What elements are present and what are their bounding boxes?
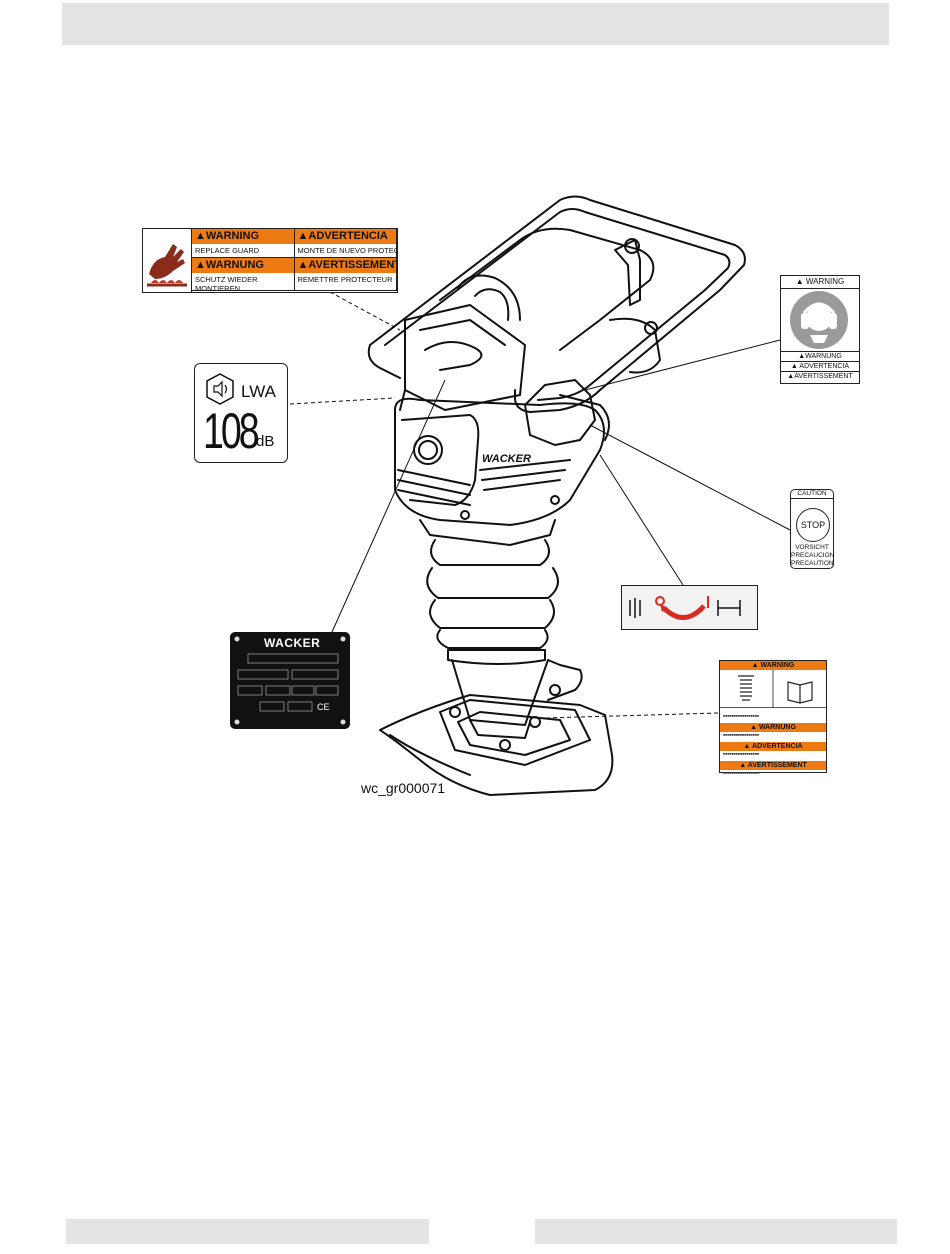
- figure-caption: wc_gr000071: [361, 780, 446, 796]
- warnung-heading: ▲WARNUNG: [192, 258, 295, 273]
- ear-advertencia: ▲ ADVERTENCIA: [781, 361, 859, 372]
- spring-warning-decal: ▲ WARNING ■■■■■■■■■■■■■■■■■ ▲ WARNUNG ■■…: [719, 660, 827, 775]
- throttle-icon: [629, 596, 741, 620]
- ear-warning-heading: ▲ WARNING: [781, 276, 859, 289]
- header-bar: [62, 3, 889, 45]
- ear-avertissement: ▲AVERTISSEMENT: [781, 371, 859, 382]
- monte-text: MONTE DE NUEVO PROTECTOR: [294, 244, 397, 258]
- ear-warnung: ▲WARNUNG: [781, 351, 859, 362]
- spring-advertencia-heading: ▲ ADVERTENCIA: [720, 742, 826, 751]
- vorsicht-text: VORSICHT: [795, 544, 829, 551]
- spring-text-3: ■■■■■■■■■■■■■■■■■: [723, 752, 759, 756]
- brand-logo: WACKER: [264, 636, 321, 650]
- spring-avertissement-heading: ▲ AVERTISSEMENT: [720, 761, 826, 770]
- footer-bar-right: [535, 1219, 897, 1244]
- spring-manual-icons: [720, 670, 826, 708]
- spring-warning-heading: ▲ WARNING: [720, 661, 826, 670]
- hearing-protection-decal: ▲ WARNING ▲WARNUNG ▲ ADVERTENCIA ▲AVERTI…: [780, 275, 860, 384]
- stop-switch-decal: CAUTION STOP VORSICHT PRECAUCION PRECAUT…: [790, 489, 834, 569]
- remettre-text: REMETTRE PROTECTEUR: [294, 273, 397, 291]
- spring-text-2: ■■■■■■■■■■■■■■■■■: [723, 733, 759, 737]
- sound-power-decal: LWA 108 dB: [194, 363, 288, 463]
- spring-text-1: ■■■■■■■■■■■■■■■■■: [723, 714, 759, 718]
- caution-text: CAUTION: [791, 490, 833, 499]
- nameplate: WACKER CE: [230, 632, 350, 729]
- replace-guard-decal: ▲WARNING ▲ADVERTENCIA REPLACE GUARD MONT…: [142, 228, 398, 293]
- stop-symbol: STOP: [796, 508, 830, 542]
- avertissement-heading: ▲AVERTISSEMENT: [294, 258, 397, 273]
- decibel-unit: dB: [256, 433, 275, 450]
- precaution-text: PRECAUTION: [791, 560, 834, 567]
- replace-guard-text: REPLACE GUARD: [192, 244, 295, 258]
- spring-text-4: ■■■■■■■■■■■■■■■■■: [723, 771, 759, 775]
- ear-protection-icon: [790, 291, 848, 349]
- speaker-icon: [206, 373, 234, 405]
- warning-heading: ▲WARNING: [192, 229, 295, 244]
- lwa-label: LWA: [241, 382, 276, 401]
- advertencia-heading: ▲ADVERTENCIA: [294, 229, 397, 244]
- throttle-decal: [621, 585, 758, 630]
- nameplate-fields: CE: [234, 636, 346, 725]
- footer-bar-left: [66, 1219, 429, 1244]
- svg-text:CE: CE: [317, 702, 330, 712]
- svg-text:WACKER: WACKER: [482, 453, 531, 465]
- spring-warnung-heading: ▲ WARNUNG: [720, 723, 826, 732]
- hand-hazard-icon: [143, 229, 192, 292]
- precaucion-text: PRECAUCION: [791, 552, 835, 559]
- sound-level-value: 108: [203, 403, 260, 459]
- schutz-text: SCHUTZ WIEDER MONTIEREN: [192, 273, 295, 291]
